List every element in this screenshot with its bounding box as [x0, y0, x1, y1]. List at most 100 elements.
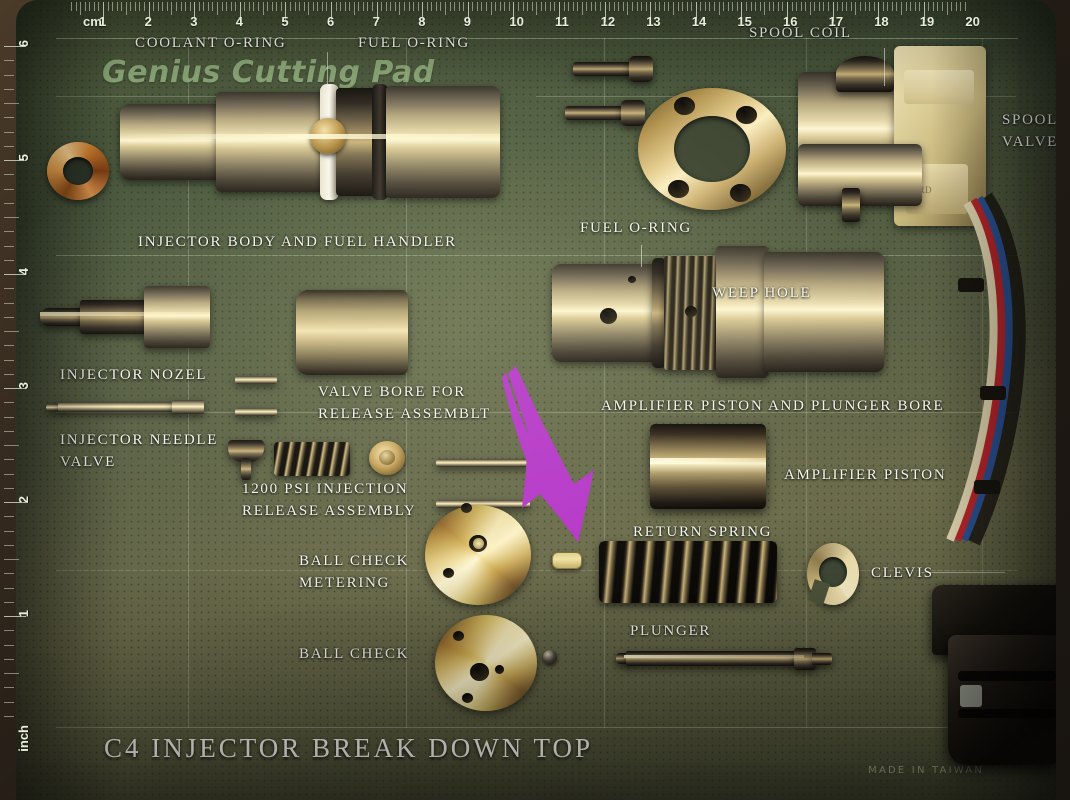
- ruler-tick: [545, 2, 547, 11]
- ruler-tick: [258, 2, 260, 11]
- ruler-tick: [194, 2, 196, 22]
- ruler-tick: [622, 2, 624, 11]
- label-fuel-o-ring-top: FUEL O-RING: [358, 35, 470, 51]
- cutting-mat: Genius Cutting Pad MADE IN TAIWAN: [16, 0, 1056, 800]
- ruler-top-tick-label: 4: [235, 14, 244, 29]
- injector-needle-valve-part: [46, 400, 204, 414]
- ruler-tick: [914, 2, 916, 11]
- ruler-tick: [4, 202, 14, 204]
- ruler-tick: [267, 2, 269, 11]
- label-injector-needle: INJECTOR NEEDLE VALVE: [60, 432, 219, 470]
- ruler-top-tick-label: 19: [919, 14, 935, 29]
- ruler-tick: [426, 2, 428, 11]
- return-spring-part: [599, 541, 777, 603]
- ruler-left-tick-label: 5: [16, 154, 31, 162]
- ruler-tick: [431, 2, 433, 11]
- ruler-tick: [522, 2, 524, 11]
- ruler-tick: [668, 2, 670, 11]
- ruler-tick: [677, 2, 679, 11]
- ruler-tick: [577, 2, 579, 11]
- ruler-tick: [964, 2, 966, 11]
- ruler-top-tick-label: 12: [600, 14, 616, 29]
- ruler-tick: [171, 2, 173, 15]
- ruler-tick: [153, 2, 155, 11]
- ruler-tick: [244, 2, 246, 11]
- ruler-tick: [718, 2, 720, 15]
- ruler-tick: [4, 573, 14, 575]
- ruler-tick: [732, 2, 734, 11]
- ruler-tick: [385, 2, 387, 11]
- ruler-tick: [650, 2, 652, 22]
- injector-body-part: [120, 78, 500, 206]
- leader-line: [327, 52, 328, 110]
- ruler-tick: [590, 2, 592, 11]
- ruler-tick: [203, 2, 205, 11]
- ruler-top-tick-label: 18: [874, 14, 889, 29]
- label-ball-check: BALL CHECK: [299, 646, 410, 662]
- ruler-tick: [531, 2, 533, 11]
- ruler-left-tick-label: 2: [16, 496, 31, 504]
- pin-part: [235, 408, 277, 416]
- ruler-tick: [723, 2, 725, 11]
- ruler-tick: [837, 2, 839, 11]
- ruler-tick: [472, 2, 474, 11]
- ruler-tick: [4, 530, 14, 532]
- electrical-connector-part: [922, 585, 1056, 775]
- ruler-tick: [508, 2, 510, 11]
- release-seat-part: [369, 441, 405, 475]
- ruler-tick: [185, 2, 187, 11]
- ruler-tick: [823, 2, 825, 11]
- ruler-tick: [504, 2, 506, 11]
- ruler-top-tick-label: 14: [691, 14, 707, 29]
- ruler-tick: [896, 2, 898, 11]
- ruler-tick: [189, 2, 191, 11]
- ruler-tick: [536, 2, 538, 15]
- ruler-tick: [800, 2, 802, 11]
- ruler-tick: [144, 2, 146, 11]
- ruler-tick: [331, 2, 332, 22]
- gold-shim-part: [552, 552, 582, 569]
- ruler-tick: [682, 2, 684, 11]
- ruler-tick: [764, 2, 766, 15]
- ruler-tick: [463, 2, 465, 11]
- ruler-tick: [381, 2, 383, 11]
- ruler-tick: [4, 587, 14, 589]
- bottom-title: C4 INJECTOR BREAK DOWN TOP: [104, 733, 594, 763]
- ruler-tick: [4, 630, 14, 632]
- mat-guide-line: [604, 38, 605, 728]
- release-spring-part: [274, 442, 350, 476]
- ruler-tick: [517, 2, 519, 11]
- ruler-tick: [791, 2, 793, 11]
- ruler-tick: [609, 2, 611, 11]
- rod-part: [436, 500, 530, 508]
- amplifier-plunger-bore-part: [552, 240, 884, 384]
- ruler-tick: [271, 2, 273, 11]
- ruler-tick: [554, 2, 556, 11]
- mat-guide-line: [56, 38, 1018, 39]
- ruler-tick: [645, 2, 647, 11]
- ruler-tick: [946, 2, 948, 15]
- ruler-tick: [581, 2, 583, 15]
- ruler-tick: [4, 715, 14, 717]
- screw-part: [565, 100, 645, 126]
- ruler-top-tick-label: 20: [965, 14, 980, 29]
- mat-origin-text: MADE IN TAIWAN: [868, 765, 984, 776]
- ruler-tick: [98, 2, 100, 11]
- ruler-tick: [759, 2, 761, 11]
- ruler-tick: [4, 316, 14, 318]
- ruler-top-tick-label: 15: [737, 14, 752, 29]
- ruler-tick: [139, 2, 141, 11]
- ruler-tick: [4, 274, 26, 275]
- ruler-tick: [134, 2, 136, 11]
- ruler-tick: [4, 644, 14, 646]
- ruler-tick: [572, 2, 574, 11]
- ruler-tick: [4, 217, 19, 218]
- ruler-tick: [4, 445, 19, 446]
- ruler-tick: [618, 2, 620, 11]
- ruler-tick: [549, 2, 551, 11]
- ruler-tick: [157, 2, 159, 11]
- ruler-tick: [362, 2, 364, 11]
- ruler-tick: [777, 2, 779, 11]
- label-amplifier-bore: AMPLIFIER PISTON AND PLUNGER BORE: [601, 398, 945, 414]
